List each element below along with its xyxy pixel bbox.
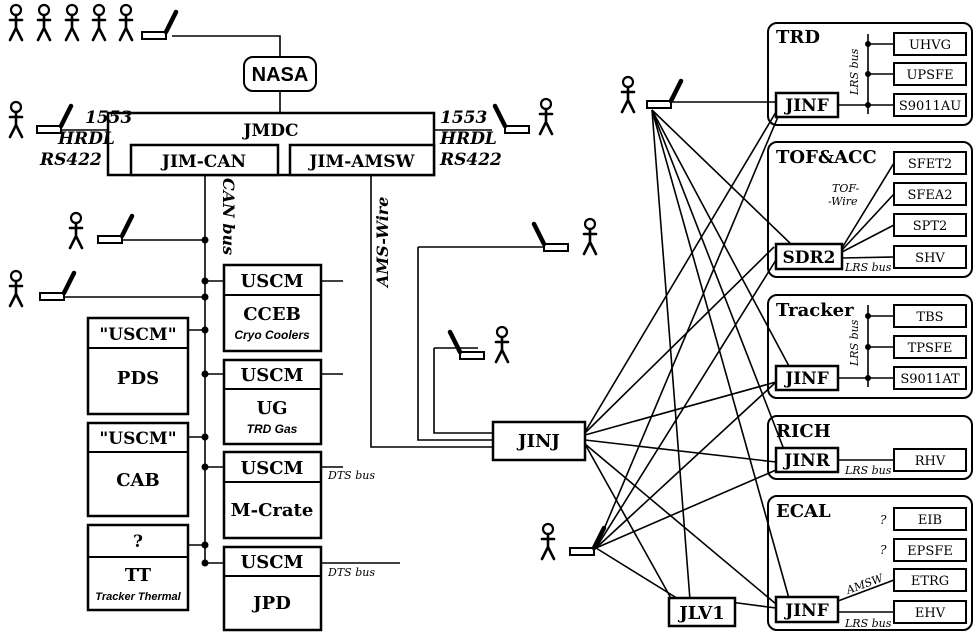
jlv1-box [667,596,737,628]
pds-module [86,316,190,416]
dts-bus-label-1: DTS bus [327,469,375,482]
tof-wire-label-1: TOF- [832,182,859,195]
jim-can-label: JIM-CAN [160,152,246,172]
trd-item-uhvg: UHVG [909,38,951,53]
ecal-item-etrg: ETRG [911,574,949,589]
tofacc-item-spt2: SPT2 [913,219,948,234]
can-junction-dots [201,236,209,567]
tofacc-title: TOF&ACC [776,147,877,168]
jlv1-label: JLV1 [677,603,725,624]
link-label-rs422-left: RS422 [39,150,102,170]
tt-tag: ? [133,532,143,552]
tof-wire-label-2: -Wire [828,195,858,208]
ecal-panel [767,495,973,631]
operator-can-1 [68,211,132,250]
tofacc-item-sfet2: SFET2 [908,157,952,172]
tracker-item-s9011at: S9011AT [900,372,960,387]
cab-module [86,421,190,518]
operator-bottom [540,522,604,561]
tracker-item-tbs: TBS [916,310,943,325]
link-label-1553-right: 1553 [440,108,487,128]
trd-item-upsfe: UPSFE [906,68,953,83]
jpd-label: JPD [251,593,291,614]
operator-jinj [450,325,510,364]
link-label-rs422-right: RS422 [439,150,502,170]
tracker-lrs-bus-label: LRS bus [848,319,861,367]
link-label-1553-left: 1553 [85,108,132,128]
rich-panel [767,415,973,480]
tt-sublabel: Tracker Thermal [95,591,181,603]
ug-module [222,358,323,446]
jpd-module [222,545,323,632]
tracker-item-tpsfe: TPSFE [908,341,953,356]
cab-uscm-tag: "USCM" [99,429,176,449]
rich-lrs-bus-label: LRS bus [844,464,892,477]
jmdc-title: JMDC [241,121,298,141]
ecal-node-label: JINF [783,601,829,621]
people-group-top [8,3,176,42]
cceb-label: CCEB [243,304,301,325]
operator-trd [620,75,681,114]
m-crate-label: M-Crate [231,500,314,521]
trd-node-label: JINF [783,96,829,116]
tracker-title: Tracker [776,300,854,321]
dts-bus-label-2: DTS bus [327,566,375,579]
rich-node-label: JINR [782,451,831,471]
nasa-box [243,56,317,92]
tracker-panel [767,294,973,399]
ecal-eib-question: ? [880,513,887,527]
operator-right-jmdc [495,97,554,136]
cceb-uscm-label: USCM [241,271,304,292]
ams-wire-label: AMS-Wire [373,197,392,289]
ug-label: UG [256,398,287,419]
ug-uscm-label: USCM [241,365,304,386]
m-crate-uscm-label: USCM [241,458,304,479]
tofacc-panel [767,141,973,278]
tt-label: TT [125,565,152,586]
pds-label: PDS [117,368,159,389]
tofacc-item-shv: SHV [915,251,945,266]
jmdc-box [106,111,436,177]
trd-panel [767,22,973,126]
ug-sublabel: TRD Gas [247,422,298,436]
cab-label: CAB [116,470,160,491]
rich-title: RICH [776,421,831,442]
ecal-item-eib: EIB [918,513,942,528]
jim-amsw-label: JIM-AMSW [307,152,415,172]
operator-can-2 [8,269,74,308]
nasa-label: NASA [252,64,309,86]
jpd-uscm-label: USCM [241,552,304,573]
jinj-box [491,420,587,462]
m-crate-module [222,450,323,540]
tracker-node-label: JINF [783,369,829,389]
tofacc-item-sfea2: SFEA2 [907,188,952,203]
can-bus-label: CAN bus [219,178,238,255]
ecal-epsfe-question: ? [880,543,887,557]
ecal-item-epsfe: EPSFE [907,544,953,559]
ecal-lrs-bus-label: LRS bus [844,617,892,630]
pds-uscm-tag: "USCM" [99,325,176,345]
link-label-hrdl-right: HRDL [439,129,497,149]
rich-item-rhv: RHV [915,454,946,469]
trd-item-s9011au: S9011AU [899,99,961,114]
trd-title: TRD [776,27,820,48]
trd-lrs-bus-label: LRS bus [848,48,861,96]
connection-lines [60,35,793,609]
link-label-hrdl-left: HRDL [57,129,115,149]
tt-module [86,523,190,612]
cceb-module [222,263,323,353]
tofacc-lrs-bus-label: LRS bus [844,261,892,274]
cceb-sublabel: Cryo Coolers [234,328,310,342]
ecal-amsw-label: AMSW [844,571,887,597]
jinj-label: JINJ [516,431,560,452]
tofacc-node-label: SDR2 [783,248,836,268]
ecal-item-ehv: EHV [915,606,946,621]
ecal-title: ECAL [776,501,831,522]
operator-amsw [534,217,598,256]
